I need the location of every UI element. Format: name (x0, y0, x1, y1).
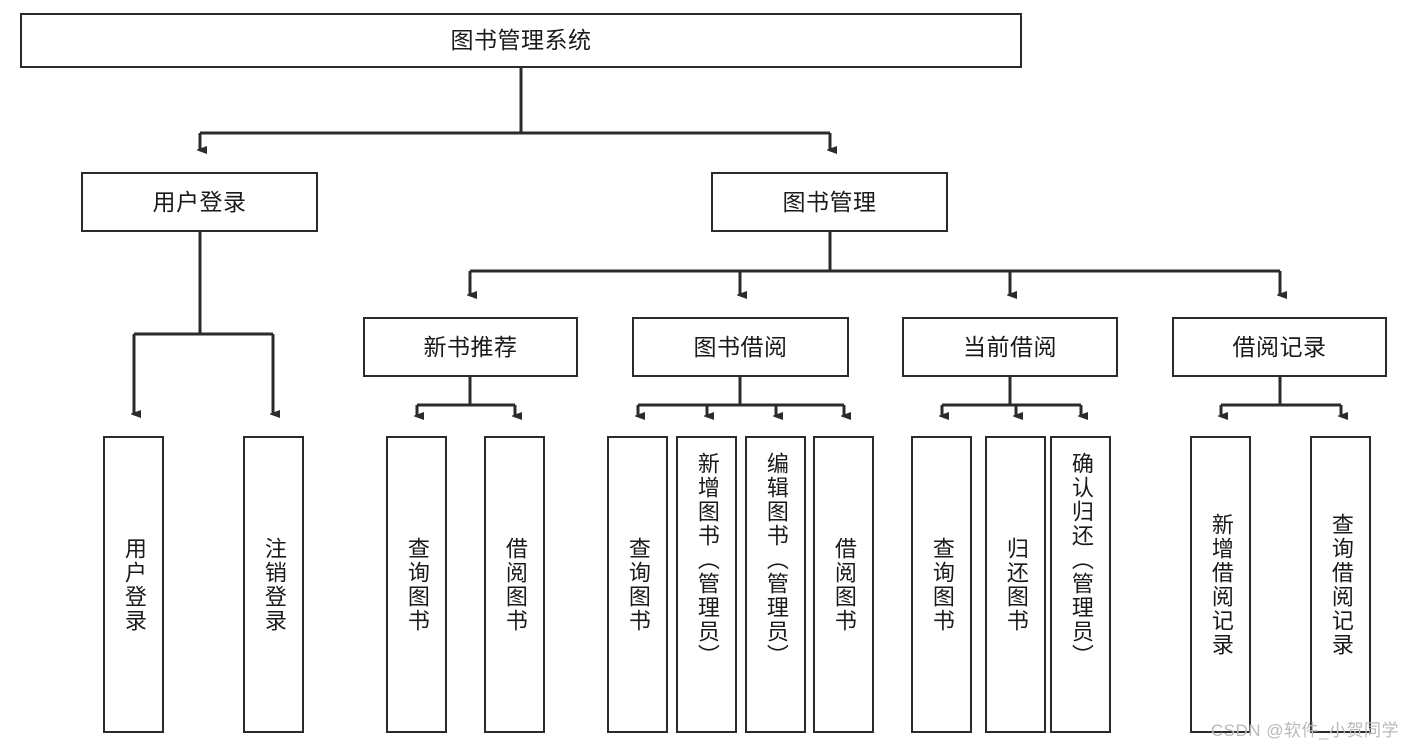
node-leaf-add-book[interactable]: 新增图书（管理员） (676, 436, 737, 733)
node-book-manage-label: 图书管理 (782, 188, 877, 215)
node-leaf-query-book-1-label: 查询图书 (404, 536, 430, 633)
node-leaf-query-book-1[interactable]: 查询图书 (386, 436, 447, 733)
node-leaf-edit-book[interactable]: 编辑图书（管理员） (745, 436, 806, 733)
node-leaf-add-book-label: 新增图书（管理员） (694, 452, 720, 668)
node-leaf-query-book-2-label: 查询图书 (625, 536, 651, 633)
node-leaf-user-login-label: 用户登录 (121, 536, 147, 633)
node-leaf-add-record[interactable]: 新增借阅记录 (1190, 436, 1251, 733)
node-current-borrow-label: 当前借阅 (963, 333, 1057, 360)
node-leaf-query-record[interactable]: 查询借阅记录 (1310, 436, 1371, 733)
node-user-login-label: 用户登录 (152, 188, 247, 215)
node-leaf-add-record-label: 新增借阅记录 (1208, 512, 1234, 657)
node-leaf-return-book-label: 归还图书 (1003, 536, 1029, 633)
node-new-book-recommend[interactable]: 新书推荐 (363, 317, 578, 377)
csdn-watermark: CSDN @软件_小贺同学 (1210, 721, 1399, 740)
node-book-borrow[interactable]: 图书借阅 (632, 317, 849, 377)
node-new-book-recommend-label: 新书推荐 (423, 333, 518, 360)
node-leaf-confirm-return[interactable]: 确认归还（管理员） (1050, 436, 1111, 733)
node-borrow-record[interactable]: 借阅记录 (1172, 317, 1387, 377)
node-borrow-record-label: 借阅记录 (1232, 333, 1327, 360)
node-root[interactable]: 图书管理系统 (20, 13, 1022, 68)
node-leaf-confirm-return-label: 确认归还（管理员） (1068, 452, 1094, 668)
node-leaf-return-book[interactable]: 归还图书 (985, 436, 1046, 733)
node-leaf-query-book-2[interactable]: 查询图书 (607, 436, 668, 733)
node-leaf-borrow-book-1-label: 借阅图书 (502, 536, 528, 633)
node-leaf-borrow-book-2[interactable]: 借阅图书 (813, 436, 874, 733)
node-leaf-borrow-book-1[interactable]: 借阅图书 (484, 436, 545, 733)
node-root-label: 图书管理系统 (450, 27, 592, 54)
node-leaf-borrow-book-2-label: 借阅图书 (831, 536, 857, 633)
node-leaf-query-book-3-label: 查询图书 (929, 536, 955, 633)
node-book-manage[interactable]: 图书管理 (711, 172, 948, 232)
node-current-borrow[interactable]: 当前借阅 (902, 317, 1118, 377)
node-leaf-user-logout[interactable]: 注销登录 (243, 436, 304, 733)
node-book-borrow-label: 图书借阅 (693, 333, 788, 360)
node-leaf-user-logout-label: 注销登录 (261, 536, 287, 633)
node-leaf-query-record-label: 查询借阅记录 (1328, 512, 1354, 657)
node-user-login[interactable]: 用户登录 (81, 172, 318, 232)
node-leaf-query-book-3[interactable]: 查询图书 (911, 436, 972, 733)
node-leaf-user-login[interactable]: 用户登录 (103, 436, 164, 733)
node-leaf-edit-book-label: 编辑图书（管理员） (763, 452, 789, 668)
